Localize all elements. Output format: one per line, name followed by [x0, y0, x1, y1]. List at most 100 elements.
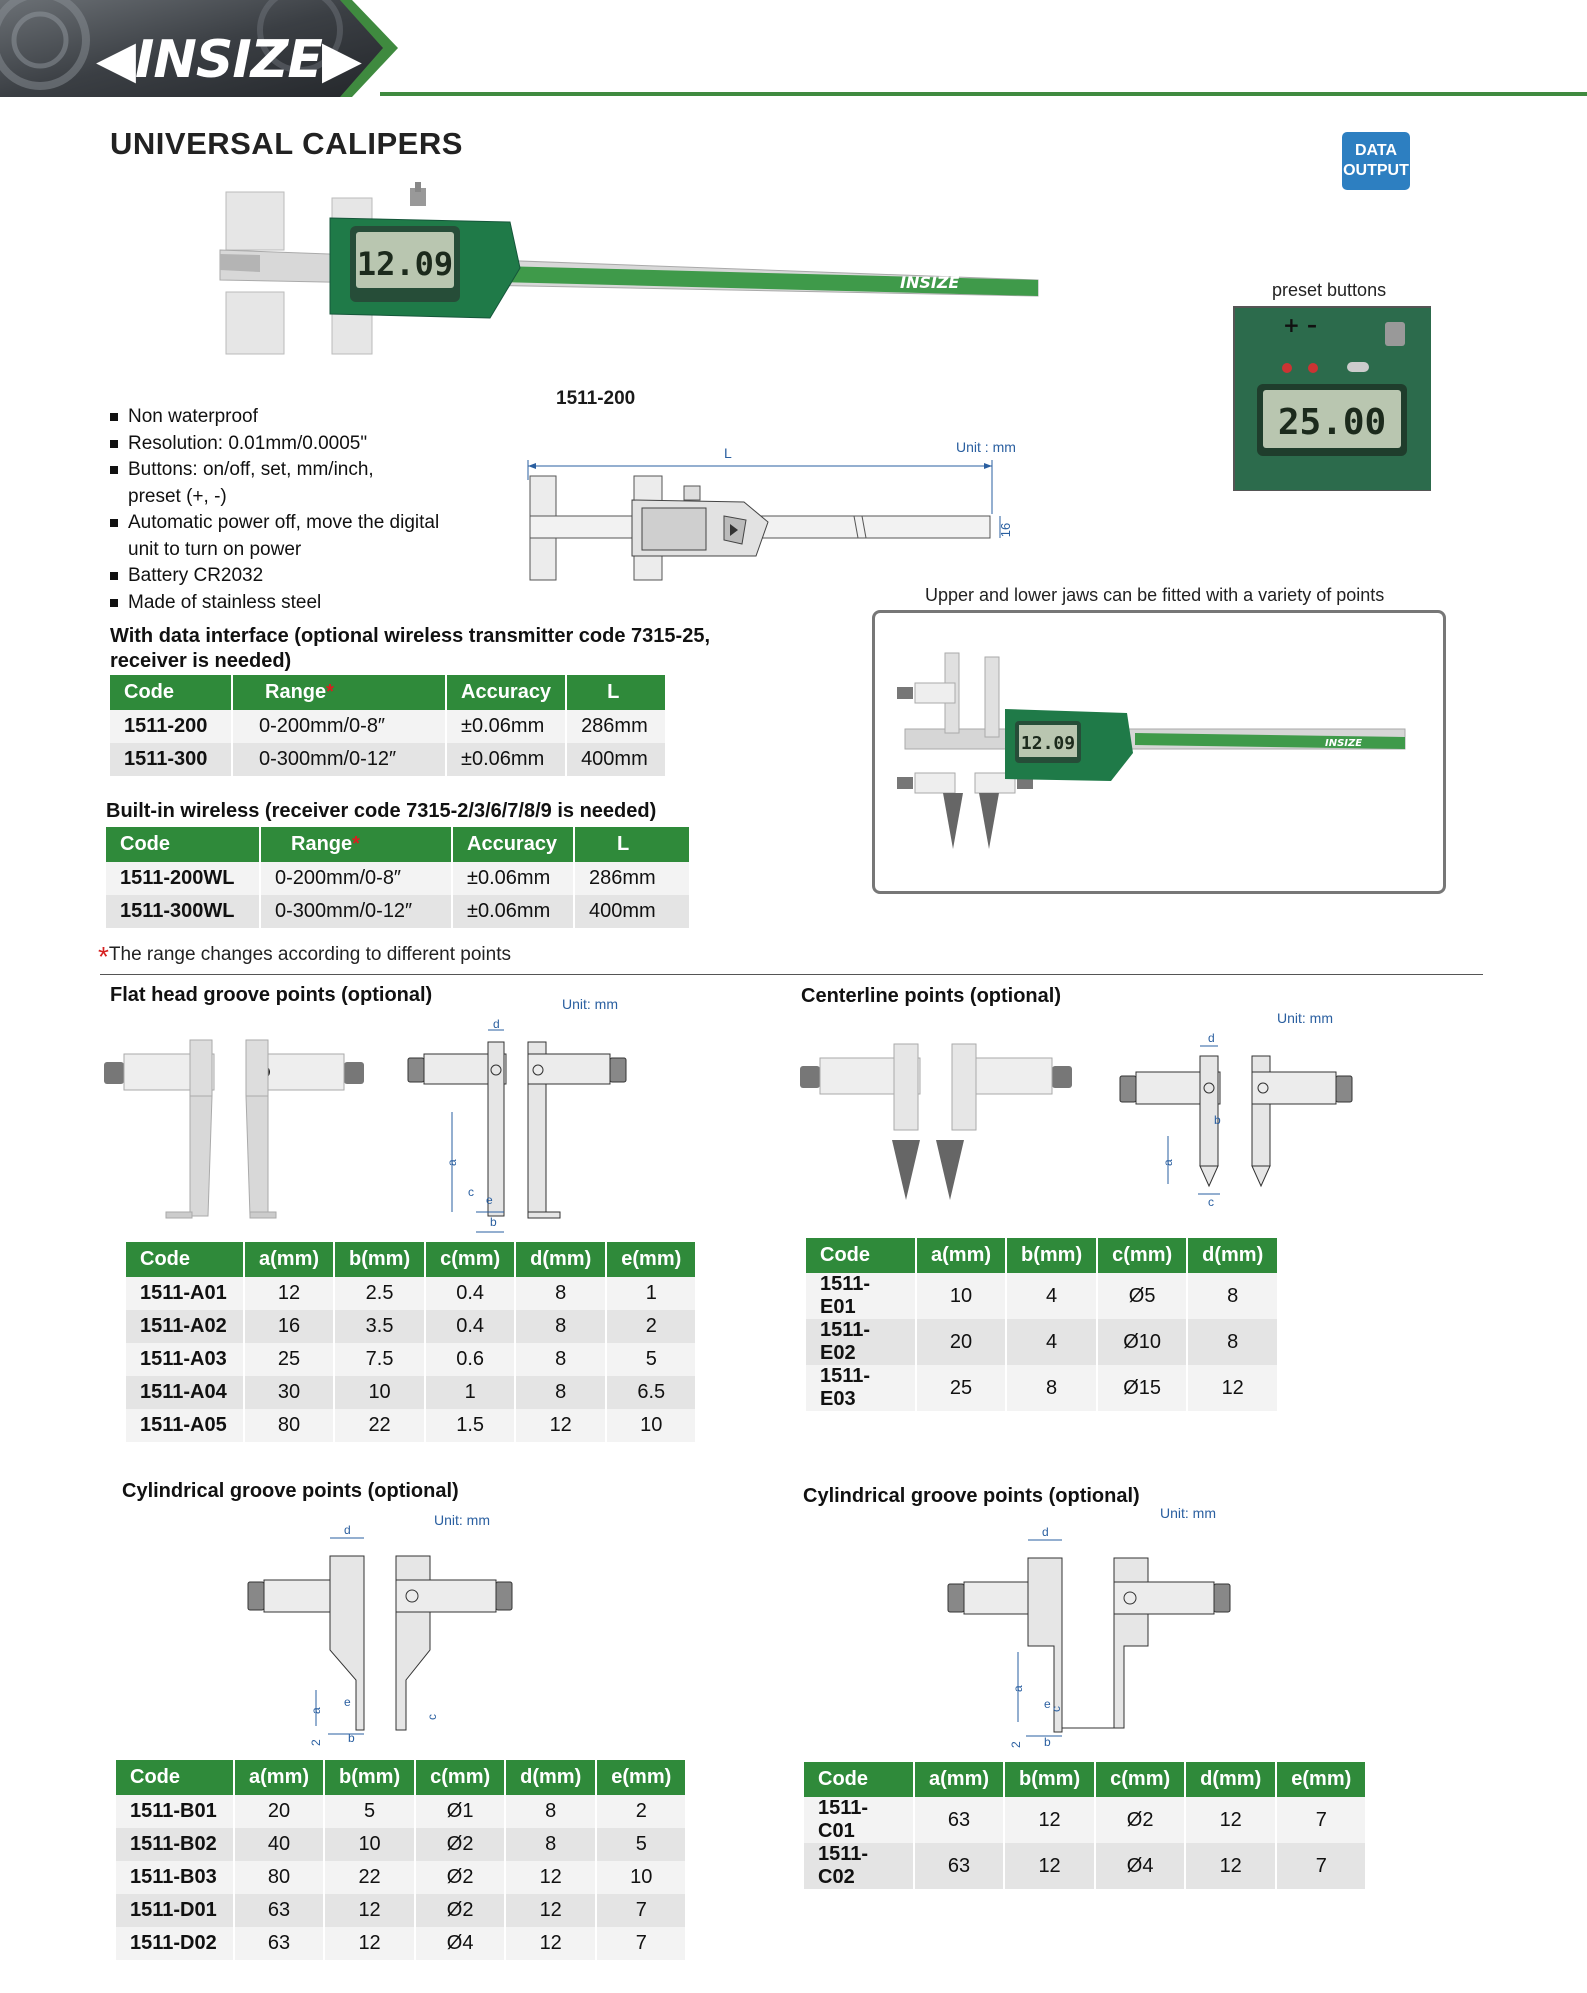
table-cell: 0-200mm/0-8″	[232, 710, 447, 743]
col-header: e(mm)	[1276, 1762, 1368, 1797]
table-cell: 0-200mm/0-8″	[260, 862, 453, 895]
jaws-brand-mark: INSIZE	[1325, 738, 1362, 749]
cyl-left-table: Code a(mm) b(mm) c(mm) d(mm) e(mm) 1511-…	[116, 1760, 688, 1960]
feature-item: Buttons: on/off, set, mm/inch,	[110, 457, 510, 484]
table-cell: 8	[515, 1376, 608, 1409]
header-row: Code a(mm) b(mm) c(mm) d(mm) e(mm)	[126, 1242, 698, 1277]
table-cell: 20	[234, 1795, 326, 1828]
preset-lcd-readout: 25.00	[1278, 402, 1386, 443]
table-cell: 1	[425, 1376, 517, 1409]
preset-caption: preset buttons	[1272, 280, 1387, 300]
table-cell: 1511-D02	[116, 1927, 235, 1960]
dimension-drawing: L Unit : mm 16	[527, 439, 1016, 581]
table-cell: 7	[596, 1894, 688, 1927]
table-cell: 12	[1185, 1843, 1278, 1889]
table-cell: 12	[1185, 1797, 1278, 1843]
header-row: Code Range* Accuracy L	[110, 675, 668, 710]
table-cell: 12	[515, 1409, 608, 1442]
table-cell: 8	[1187, 1273, 1280, 1319]
table-cell: 22	[334, 1409, 427, 1442]
table-cell: 12	[324, 1894, 417, 1927]
dim-label: c	[1208, 1195, 1214, 1209]
table-cell: 1511-C01	[804, 1797, 915, 1843]
table-cell: 1511-300WL	[106, 895, 261, 928]
built-in-heading: Built-in wireless (receiver code 7315-2/…	[106, 800, 657, 822]
table-cell: 12	[1004, 1843, 1097, 1889]
col-header: Accuracy	[446, 675, 568, 710]
table-cell: Ø2	[415, 1861, 507, 1894]
dim-height-label: 16	[998, 523, 1013, 537]
dim-label: 2	[1009, 1741, 1023, 1748]
col-header: L	[566, 675, 668, 710]
col-header: d(mm)	[1187, 1238, 1280, 1273]
range-note: *The range changes according to differen…	[98, 941, 511, 972]
header-rule	[380, 92, 1587, 96]
col-header: b(mm)	[324, 1760, 417, 1795]
dim-label: b	[1214, 1113, 1221, 1127]
flat-head-heading: Flat head groove points (optional)	[110, 984, 433, 1006]
centerline-points-photo	[800, 1043, 1072, 1200]
table-cell: 0.4	[425, 1310, 517, 1343]
table-cell: 12	[505, 1861, 598, 1894]
col-header: Code	[106, 827, 261, 862]
table-cell: 12	[1187, 1365, 1280, 1411]
col-header: Range*	[260, 827, 453, 862]
table-cell: 400mm	[566, 743, 668, 776]
feature-item: Battery CR2032	[110, 563, 510, 590]
flat-head-points-drawing: d a c e b	[407, 1017, 627, 1233]
table-cell: 80	[234, 1861, 326, 1894]
table-cell: 10	[596, 1861, 688, 1894]
table-cell: 286mm	[574, 862, 691, 895]
table-cell: 7	[596, 1927, 688, 1960]
table-cell: 12	[505, 1927, 598, 1960]
dim-label: d	[1042, 1525, 1049, 1539]
table-cell: ±0.06mm	[446, 710, 568, 743]
centerline-points-drawing: d b a c	[1119, 1031, 1353, 1209]
table-cell: 0.6	[425, 1343, 517, 1376]
table-cell: 63	[234, 1927, 326, 1960]
table-cell: 7	[1276, 1797, 1368, 1843]
col-header: Code	[804, 1762, 915, 1797]
table-cell: 7	[1276, 1843, 1368, 1889]
table-cell: 7.5	[334, 1343, 427, 1376]
col-header: Code	[116, 1760, 235, 1795]
svg-text:+: +	[1283, 313, 1300, 337]
feature-list: Non waterproof Resolution: 0.01mm/0.0005…	[110, 404, 510, 616]
table-cell: 10	[334, 1376, 427, 1409]
table-cell: Ø2	[415, 1828, 507, 1861]
col-header: Code	[110, 675, 233, 710]
dim-label: a	[1011, 1685, 1025, 1692]
table-cell: 12	[1004, 1797, 1097, 1843]
table-cell: 1511-A01	[126, 1277, 245, 1310]
dim-label: e	[1044, 1697, 1051, 1711]
col-header: L	[574, 827, 691, 862]
dim-label: c	[1049, 1706, 1063, 1712]
section-divider	[100, 974, 1483, 975]
flat-head-table: Code a(mm) b(mm) c(mm) d(mm) e(mm) 1511-…	[126, 1242, 698, 1442]
col-header: a(mm)	[234, 1760, 326, 1795]
table-cell: 1511-A04	[126, 1376, 245, 1409]
dim-label: d	[1208, 1031, 1215, 1045]
col-header: c(mm)	[1097, 1238, 1189, 1273]
table-cell: 2	[606, 1310, 698, 1343]
table-cell: ±0.06mm	[452, 862, 575, 895]
table-cell: 1511-200WL	[106, 862, 261, 895]
table-cell: Ø2	[1095, 1797, 1187, 1843]
table-cell: 286mm	[566, 710, 668, 743]
header-row: Code a(mm) b(mm) c(mm) d(mm) e(mm)	[804, 1762, 1368, 1797]
drawing-unit: Unit : mm	[956, 439, 1016, 455]
table-cell: 5	[596, 1828, 688, 1861]
table-cell: 0-300mm/0-12″	[232, 743, 447, 776]
